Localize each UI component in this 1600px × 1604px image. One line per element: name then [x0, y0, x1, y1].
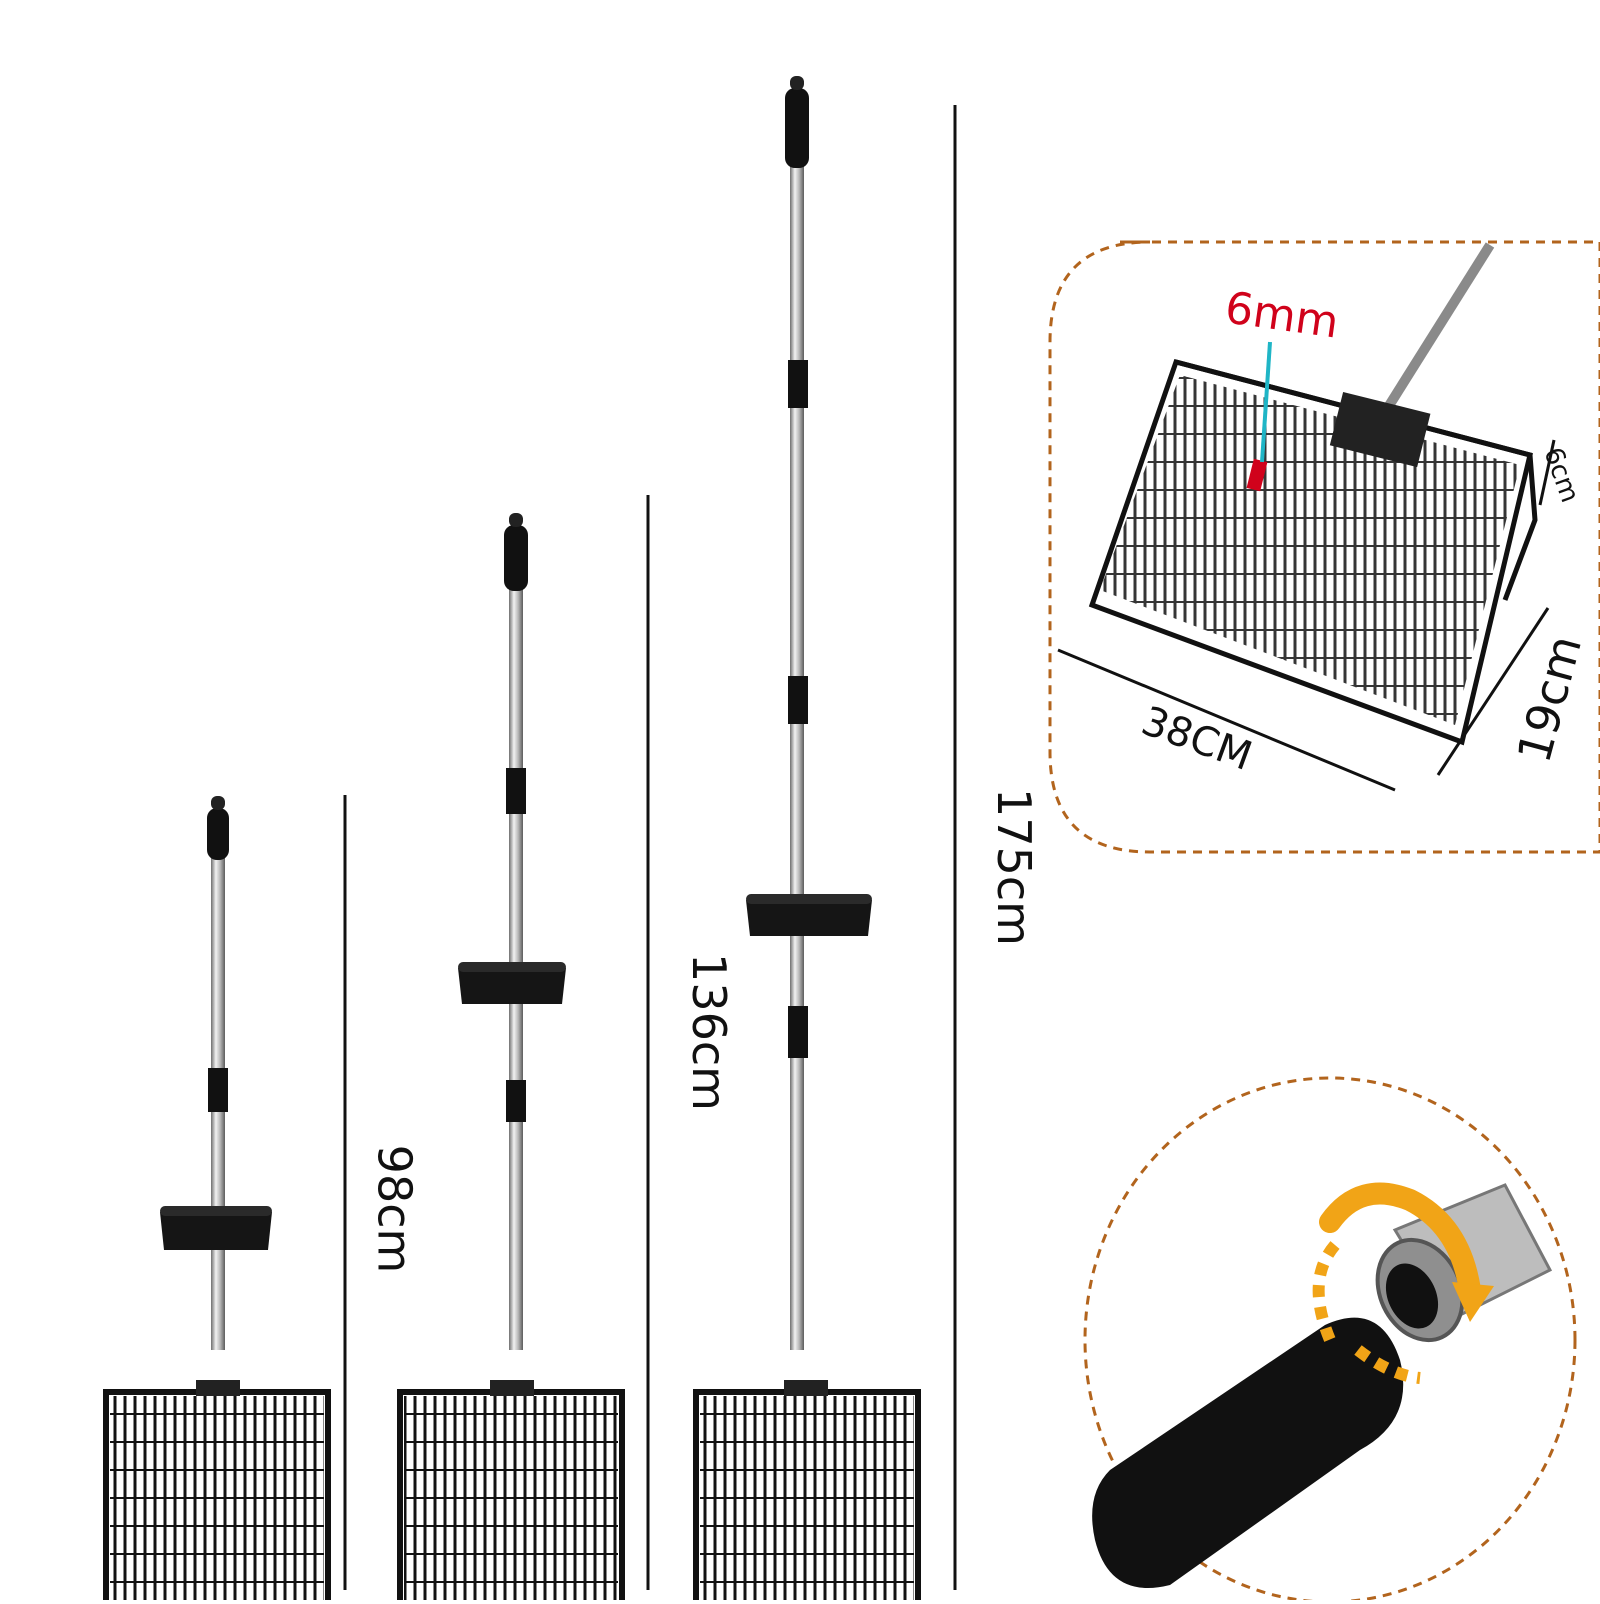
basket-callout-border: [1048, 240, 1600, 854]
twist-lock-callout-border: [1083, 1076, 1577, 1604]
height-label-short: 98cm: [367, 1144, 422, 1274]
dimension-line-side: [1538, 439, 1556, 506]
height-label-medium: 136cm: [681, 953, 736, 1111]
basket-icon: [1088, 242, 1538, 746]
fork-tool-short: [103, 796, 331, 1604]
height-label-long: 175cm: [986, 788, 1041, 946]
fork-tool-long: [693, 76, 921, 1604]
twist-lock-icon: [1092, 1182, 1553, 1588]
fork-tool-medium: [397, 513, 625, 1604]
dimension-line-width: [1057, 648, 1396, 792]
dimension-line-depth: [1436, 607, 1550, 776]
